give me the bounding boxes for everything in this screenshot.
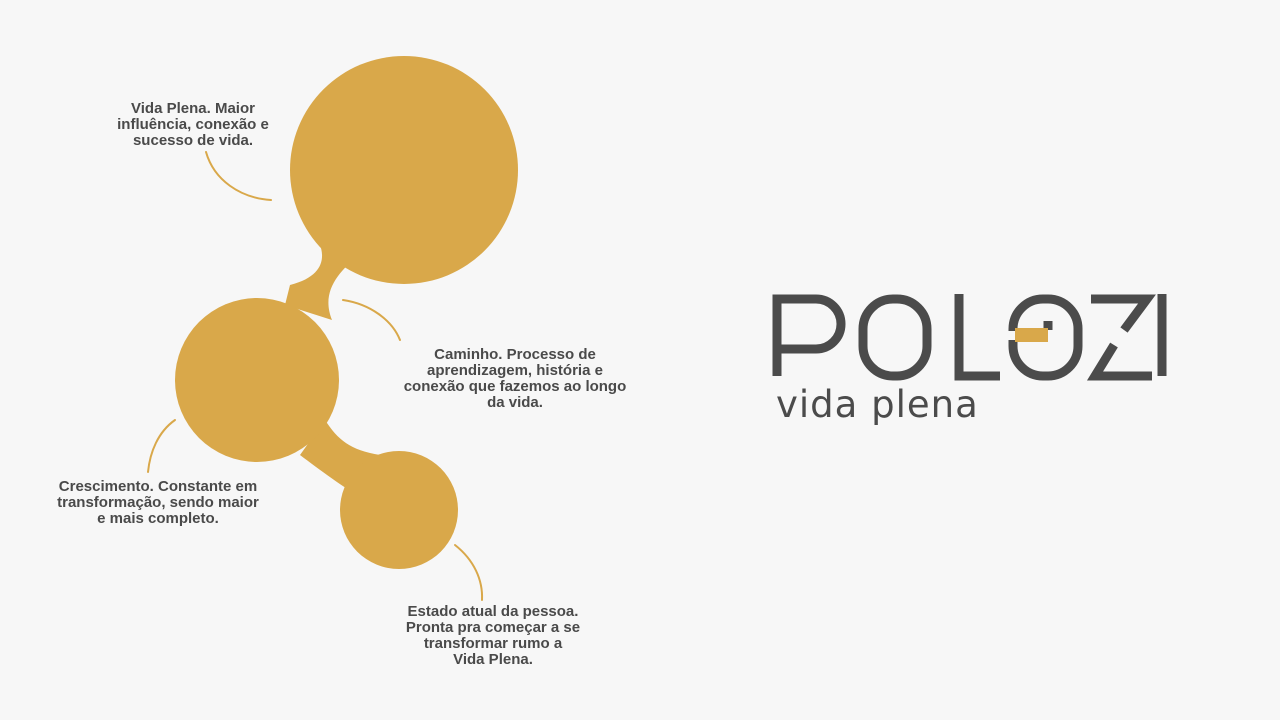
label-vida-plena: Vida Plena. Maior influência, conexão e … xyxy=(117,100,269,149)
polozi-logo xyxy=(772,294,1167,381)
circle-crescimento xyxy=(175,298,339,462)
connector-caminho xyxy=(342,299,401,341)
logo-accent-bar xyxy=(1015,328,1048,342)
circle-vida-plena xyxy=(290,56,518,284)
label-estado-atual: Estado atual da pessoa. Pronta pra começ… xyxy=(405,603,581,668)
connector-crescimento xyxy=(147,419,176,473)
logo-letter-p xyxy=(772,294,846,376)
gold-blob-shape xyxy=(175,56,518,569)
label-crescimento: Crescimento. Constante em transformação,… xyxy=(57,478,259,527)
connector-estado-atual xyxy=(454,544,484,601)
logo-letter-l xyxy=(954,294,1000,381)
circle-estado-atual xyxy=(340,451,458,569)
logo-tagline: vida plena xyxy=(776,383,979,426)
logo-letter-z xyxy=(1086,294,1156,381)
label-caminho: Caminho. Processo de aprendizagem, histó… xyxy=(403,346,627,411)
logo-letter-o1 xyxy=(858,294,932,381)
connector-vida-plena xyxy=(205,151,272,201)
